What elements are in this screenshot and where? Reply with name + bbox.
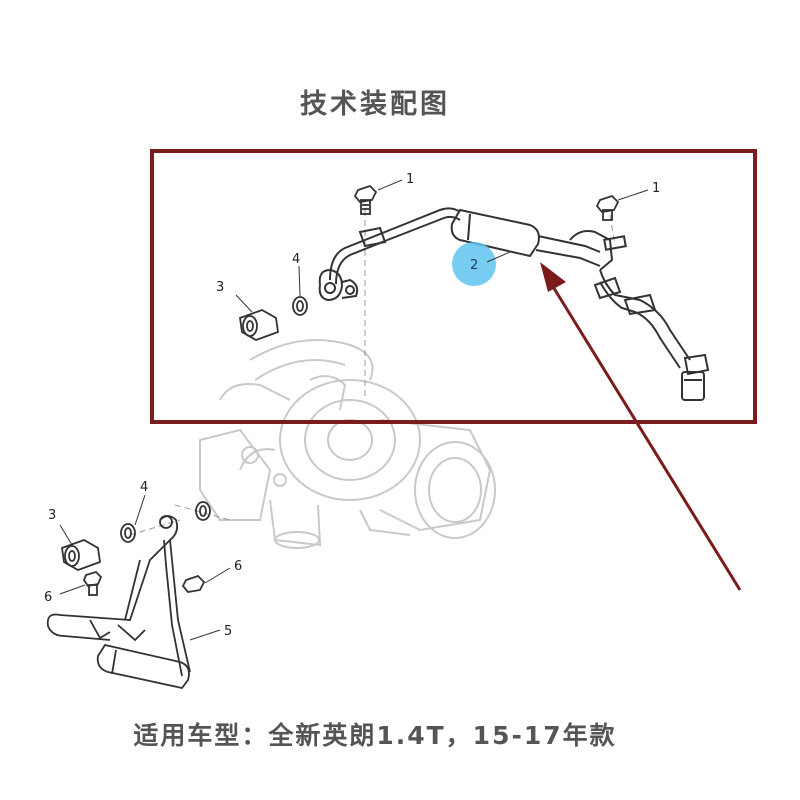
callout-1a-leader [377,179,403,191]
page-title: 技术装配图 [300,89,450,120]
washer-part-4-top [292,296,308,316]
bolt-part-1-left [353,184,378,215]
callout-5-leader [189,629,221,641]
callout-4a-leader [298,265,301,297]
callout-2-highlight [452,242,496,286]
callout-3b-leader [59,524,73,546]
callout-4b: 4 [140,480,148,495]
plug-part-3-top [239,309,279,341]
callout-2-leader [486,251,511,263]
callout-4b-leader [134,494,146,526]
turbocharger-ghost [199,339,496,549]
callout-6b-leader [204,567,231,584]
callout-3b: 3 [48,508,56,523]
highlight-frame [150,149,757,424]
fitment-note: 适用车型：全新英朗1.4T，15-17年款 [133,721,617,750]
callout-5: 5 [224,624,232,639]
callout-6a: 6 [44,590,52,605]
callout-6b: 6 [234,559,242,574]
coolant-pipe-assembly [318,207,710,401]
callout-6a-leader [59,584,86,595]
lower-exploded-assembly [46,501,211,690]
callout-4a: 4 [292,252,300,267]
callout-1a: 1 [406,172,414,187]
callout-2: 2 [470,258,478,273]
callout-3a: 3 [216,280,224,295]
callout-3a-leader [235,294,253,313]
bolt-part-1-right [595,194,620,221]
callout-1b-leader [617,189,649,201]
callout-1b: 1 [652,181,660,196]
pointer-arrow [540,262,742,591]
